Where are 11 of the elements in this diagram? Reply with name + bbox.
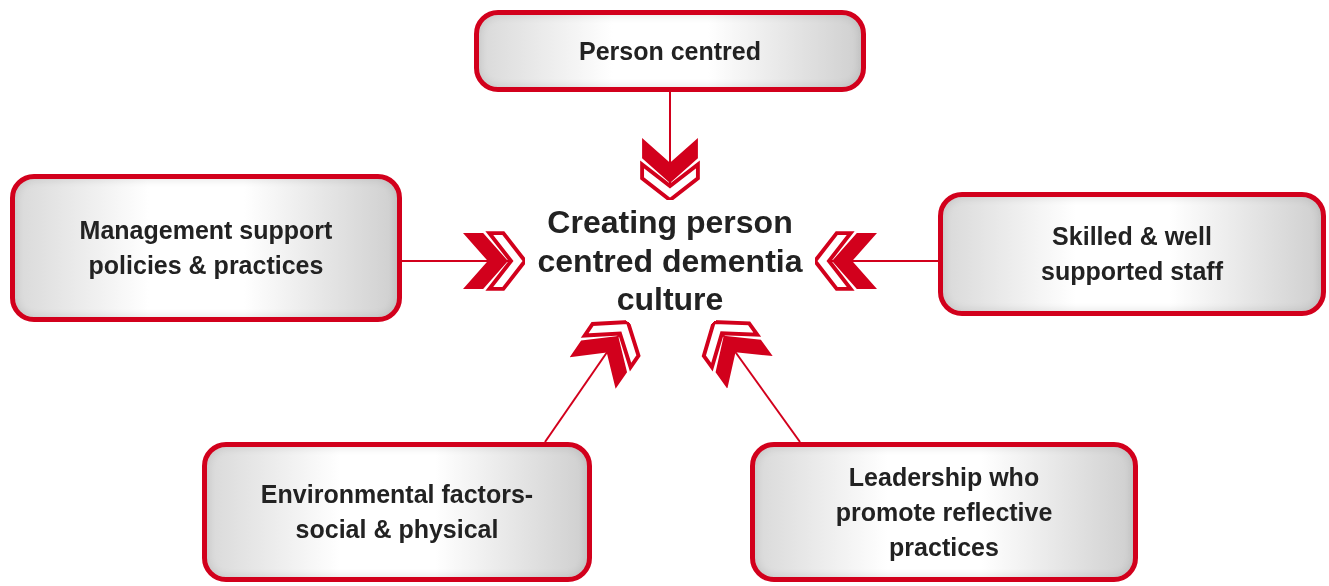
rounded-box xyxy=(750,442,1138,582)
rounded-box xyxy=(938,192,1326,316)
box-label: Leadership who promote reflective practices xyxy=(834,461,1054,563)
box-label: Skilled & well supported staff xyxy=(1040,221,1224,287)
rounded-box xyxy=(202,442,592,582)
rounded-box xyxy=(474,10,866,92)
central-title: Creating person centred dementia culture xyxy=(536,203,804,319)
box-label: Management support policies & practices xyxy=(78,215,334,281)
box-label: Environmental factors- social & physical xyxy=(259,479,535,545)
box-label: Person centred xyxy=(579,35,761,67)
rounded-box xyxy=(10,174,402,322)
